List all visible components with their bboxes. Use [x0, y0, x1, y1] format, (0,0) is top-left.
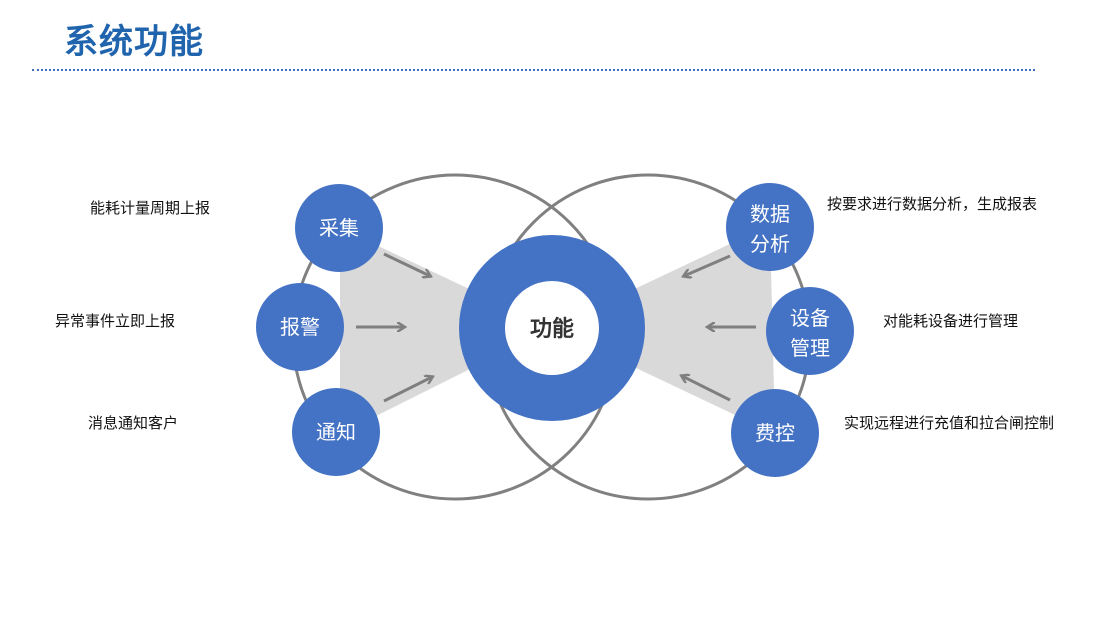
title-divider	[32, 69, 1035, 71]
caption-notify: 消息通知客户	[88, 414, 179, 432]
caption-fee: 实现远程进行充值和拉合闸控制	[844, 414, 1055, 432]
left-wedge	[340, 228, 552, 434]
node-device-label-line1: 设备	[790, 306, 830, 330]
right-wedge	[552, 225, 775, 434]
node-analysis-label-line1: 数据	[750, 202, 790, 226]
arrow-analysis	[684, 254, 731, 276]
node-fee: 费控	[731, 389, 819, 477]
node-collect-label: 采集	[319, 216, 359, 240]
arrow-collect	[383, 252, 430, 276]
caption-analysis: 按要求进行数据分析，生成报表	[827, 195, 1038, 213]
node-device: 设备 管理	[766, 287, 854, 375]
center-ring	[459, 235, 645, 421]
node-alarm-label: 报警	[280, 315, 320, 339]
page-title: 系统功能	[64, 22, 204, 62]
node-alarm: 报警	[256, 283, 344, 371]
arrow-notify	[383, 377, 432, 403]
node-notify-label: 通知	[316, 420, 356, 444]
node-analysis-label-line2: 分析	[750, 232, 790, 256]
node-fee-label: 费控	[755, 421, 795, 445]
node-notify: 通知	[292, 388, 380, 476]
caption-device: 对能耗设备进行管理	[883, 312, 1019, 330]
node-device-label-line2: 管理	[790, 336, 830, 360]
caption-alarm: 异常事件立即上报	[55, 312, 176, 330]
node-analysis: 数据 分析	[726, 183, 814, 271]
center-label: 功能	[530, 316, 574, 342]
arrow-fee	[682, 376, 731, 402]
node-collect: 采集	[295, 184, 383, 272]
caption-collect: 能耗计量周期上报	[90, 199, 211, 217]
